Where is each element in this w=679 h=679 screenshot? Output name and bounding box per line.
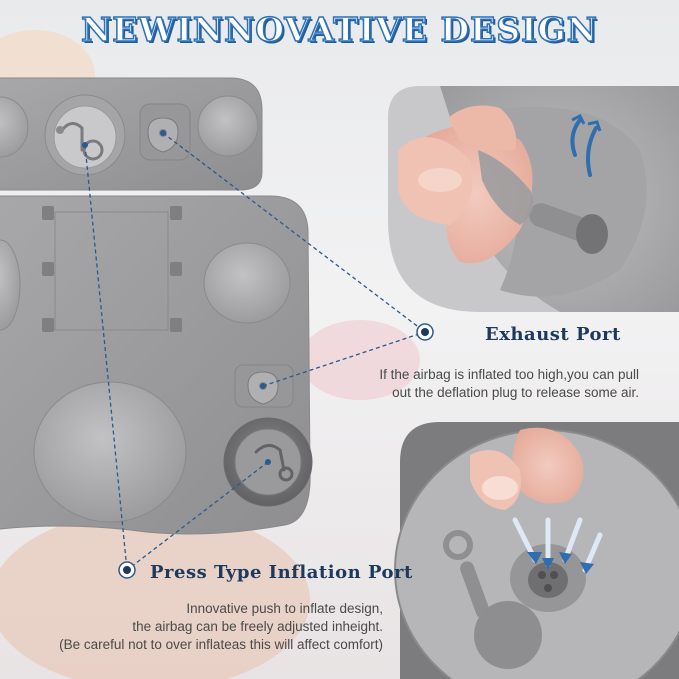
inflation-line-3: (Be careful not to over inflateas this w… (59, 637, 383, 652)
pillow-bottom-segment (0, 195, 313, 535)
leader-lines (84, 132, 426, 571)
pillow-top-segment (0, 77, 263, 191)
inflation-zoom-panel (394, 422, 679, 679)
exhaust-port-title: Exhaust Port (485, 324, 621, 345)
inflation-line-1: Innovative push to inflate design, (186, 601, 383, 616)
exhaust-line-2: out the deflation plug to release some a… (392, 385, 639, 400)
page-title: NEWINNOVATIVE DESIGN (80, 9, 598, 50)
exhaust-marker (416, 323, 434, 341)
inflation-port-title: Press Type Inflation Port (150, 562, 413, 583)
inflation-line-2: the airbag can be freely adjusted inheig… (132, 619, 383, 634)
inflation-port-description: Innovative push to inflate design, the a… (59, 600, 383, 654)
inflation-marker (118, 561, 136, 579)
exhaust-port-description: If the airbag is inflated too high,you c… (379, 366, 639, 402)
exhaust-zoom-panel (388, 86, 679, 312)
exhaust-line-1: If the airbag is inflated too high,you c… (379, 367, 639, 382)
